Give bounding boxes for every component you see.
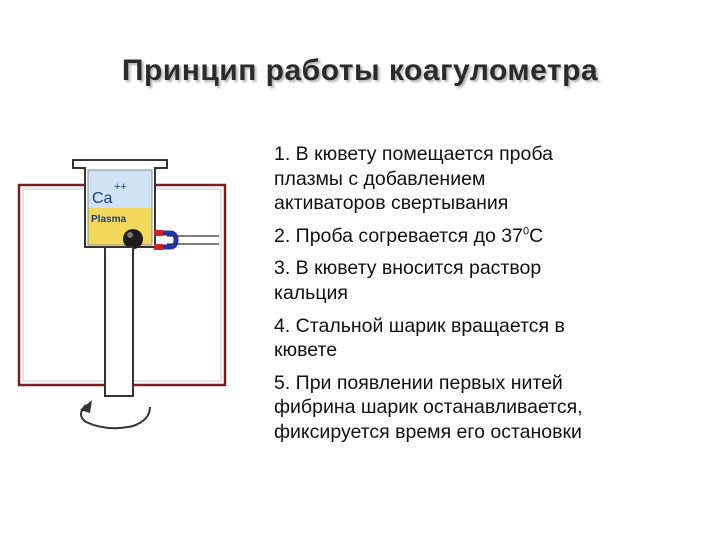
step-2: 2. Проба согревается до 370С (274, 224, 544, 247)
calcium-charge-label: ++ (114, 181, 127, 193)
rotation-arrow-icon (80, 400, 151, 430)
magnet-icon (154, 230, 179, 250)
step-1: 1. В кювету помещается проба плазмы с до… (274, 143, 553, 215)
coagulometer-diagram: Ca ++ Plasma (17, 159, 227, 430)
step-4: 4. Стальной шарик вращается в кювете (274, 314, 565, 362)
page-title: Принцип работы коагулометра (121, 54, 599, 87)
step-5: 5. При появлении первых нитей фибрина ша… (274, 371, 583, 443)
step-3: 3. В кювету вносится раствор кальция (274, 257, 542, 304)
cuvette: Ca ++ Plasma (72, 159, 168, 249)
plasma-label: Plasma (91, 214, 126, 225)
calcium-label: Ca (92, 190, 113, 207)
steps-list: 1. В кювету помещается проба плазмы с до… (274, 142, 694, 453)
calcium-solution (88, 170, 152, 208)
rotation-shaft (104, 246, 134, 397)
